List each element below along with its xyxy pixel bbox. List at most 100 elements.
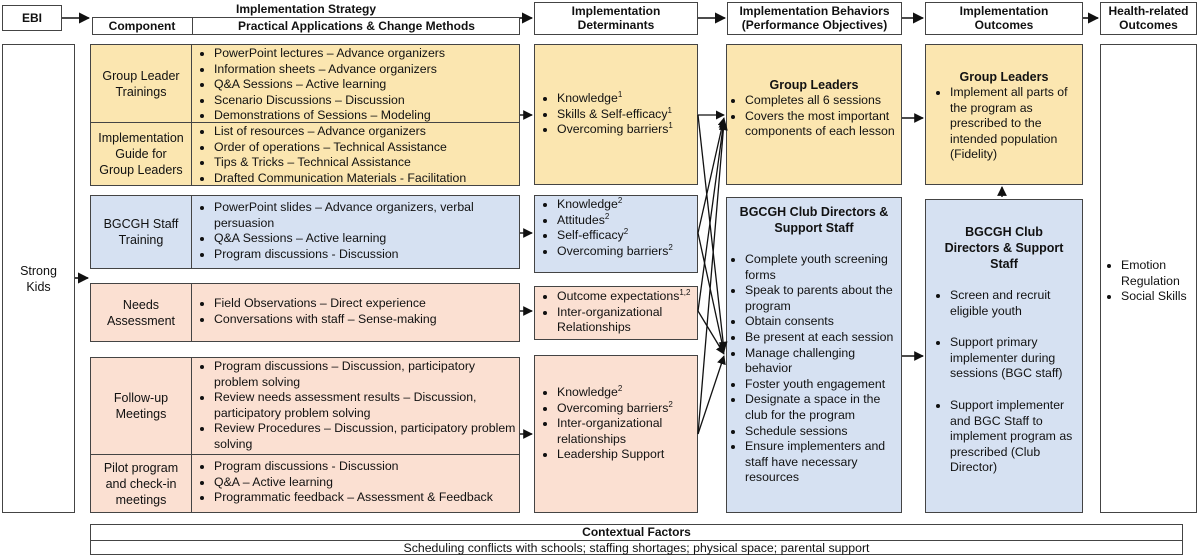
list-item: Conversations with staff – Sense-making (214, 312, 519, 328)
list-item: Implement all parts of the program as pr… (950, 85, 1082, 163)
determinants-list: Knowledge2 Overcoming barriers2 Inter-or… (535, 384, 697, 463)
list-item: Q&A Sessions – Active learning (214, 231, 519, 247)
list-item: Review Procedures – Discussion, particip… (214, 421, 519, 452)
practical-applications-header: Practical Applications & Change Methods (238, 19, 475, 33)
list-item: Schedule sessions (745, 424, 901, 440)
outcomes-list: Implement all parts of the program as pr… (926, 85, 1082, 163)
component-implementation-guide: Implementation Guide for Group Leaders (90, 122, 192, 186)
health-outcomes-list: Emotion Regulation Social Skills (1101, 258, 1196, 305)
list-item: Skills & Self-efficacy1 (557, 106, 697, 123)
health-outcomes-header: Health-related Outcomes (1100, 2, 1197, 35)
methods-implementation-guide: List of resources – Advance organizers O… (191, 122, 520, 186)
list-item: Review needs assessment results – Discus… (214, 390, 519, 421)
determinants-list: Knowledge1 Skills & Self-efficacy1 Overc… (535, 90, 697, 138)
list-item: Inter-organizational relationships (557, 416, 697, 447)
list-item: Ensure implementers and staff have neces… (745, 439, 901, 486)
outcomes-group-leaders-title: Group Leaders (959, 70, 1049, 84)
list-item: Q&A – Active learning (214, 475, 519, 491)
list-item: Support primary implementer during sessi… (950, 335, 1082, 382)
methods-pilot-program: Program discussions - Discussion Q&A – A… (191, 454, 520, 513)
methods-list: PowerPoint slides – Advance organizers, … (192, 200, 519, 262)
outcomes-club-staff-title: BGCGH Club Directors & Support Staff (944, 225, 1064, 271)
arrow-det3-to-club-behaviors (697, 310, 725, 355)
contextual-factors-title: Contextual Factors (91, 525, 1182, 541)
component-follow-up-meetings: Follow-up Meetings (90, 357, 192, 455)
list-item: List of resources – Advance organizers (214, 124, 519, 140)
methods-group-leader-trainings: PowerPoint lectures – Advance organizers… (191, 44, 520, 123)
behaviors-header: Implementation Behaviors (Performance Ob… (727, 2, 902, 35)
list-item: Leadership Support (557, 447, 697, 463)
methods-list: List of resources – Advance organizers O… (192, 124, 519, 186)
contextual-factors-box: Contextual Factors Scheduling conflicts … (90, 524, 1183, 555)
list-item: Foster youth engagement (745, 377, 901, 393)
behaviors-club-staff-title: BGCGH Club Directors & Support Staff (739, 205, 889, 235)
determinants-follow-up: Knowledge2 Overcoming barriers2 Inter-or… (534, 355, 698, 513)
list-item: Complete youth screening forms (745, 252, 901, 283)
list-item: Manage challenging behavior (745, 346, 901, 377)
list-item: Program discussions – Discussion, partic… (214, 359, 519, 390)
methods-bgcgh-staff-training: PowerPoint slides – Advance organizers, … (191, 195, 520, 269)
list-item: PowerPoint lectures – Advance organizers (214, 46, 519, 62)
list-item: Demonstrations of Sessions – Modeling (214, 108, 519, 124)
component-pilot-program: Pilot program and check-in meetings (90, 454, 192, 513)
arrow-det4-to-club-behaviors (697, 355, 726, 435)
list-item: Overcoming barriers2 (557, 400, 697, 417)
behaviors-group-leaders-title: Group Leaders (769, 78, 859, 92)
list-item: Information sheets – Advance organizers (214, 62, 519, 78)
implementation-strategy-header: Implementation Strategy (235, 2, 377, 16)
list-item: PowerPoint slides – Advance organizers, … (214, 200, 519, 231)
list-item: Screen and recruit eligible youth (950, 288, 1082, 319)
behaviors-list: Completes all 6 sessions Covers the most… (727, 93, 901, 140)
determinants-list: Outcome expectations1,2 Inter-organizati… (535, 288, 697, 336)
list-item: Program discussions - Discussion (214, 247, 519, 263)
behaviors-group-leaders: Group Leaders Completes all 6 sessions C… (726, 44, 902, 185)
list-item: Knowledge2 (557, 196, 697, 213)
component-bgcgh-staff-training: BGCGH Staff Training (90, 195, 192, 269)
outcomes-header: Implementation Outcomes (925, 2, 1083, 35)
arrow-det2-to-club-behaviors (697, 232, 727, 353)
methods-list: Program discussions - Discussion Q&A – A… (192, 459, 519, 506)
list-item: Inter-organizational Relationships (557, 305, 697, 336)
list-item: Be present at each session (745, 330, 901, 346)
methods-list: Field Observations – Direct experience C… (192, 296, 519, 327)
list-item: Program discussions - Discussion (214, 459, 519, 475)
behaviors-club-staff: BGCGH Club Directors & Support Staff Com… (726, 197, 902, 513)
list-item: Scenario Discussions – Discussion (214, 93, 519, 109)
arrow-det1-to-club-behaviors (697, 114, 728, 351)
methods-list: Program discussions – Discussion, partic… (192, 359, 519, 453)
arrow-det4-to-gl-behaviors (697, 121, 728, 435)
implementation-strategy-rule (92, 17, 520, 35)
component-needs-assessment: Needs Assessment (90, 283, 192, 342)
methods-needs-assessment: Field Observations – Direct experience C… (191, 283, 520, 342)
list-item: Completes all 6 sessions (745, 93, 901, 109)
list-item: Knowledge2 (557, 384, 697, 401)
component-header-divider (192, 17, 193, 35)
list-item: Programmatic feedback – Assessment & Fee… (214, 490, 519, 506)
list-item: Designate a space in the club for the pr… (745, 392, 901, 423)
component-header: Component (108, 19, 176, 33)
list-item: Covers the most important components of … (745, 109, 901, 140)
list-item: Self-efficacy2 (557, 228, 697, 244)
list-item: Q&A Sessions – Active learning (214, 77, 519, 93)
ebi-strong-kids: Strong Kids (2, 44, 75, 513)
methods-follow-up-meetings: Program discussions – Discussion, partic… (191, 357, 520, 455)
determinants-list: Knowledge2 Attitudes2 Self-efficacy2 Ove… (535, 196, 697, 260)
list-item: Overcoming barriers1 (557, 122, 697, 138)
outcomes-group-leaders: Group Leaders Implement all parts of the… (925, 44, 1083, 185)
list-item: Knowledge1 (557, 90, 697, 107)
list-item: Order of operations – Technical Assistan… (214, 140, 519, 156)
list-item: Drafted Communication Materials - Facili… (214, 171, 519, 187)
list-item: Attitudes2 (557, 212, 697, 229)
outcomes-club-staff: BGCGH Club Directors & Support Staff Scr… (925, 199, 1083, 513)
list-item: Overcoming barriers2 (557, 243, 697, 260)
outcomes-list: Screen and recruit eligible youth Suppor… (926, 288, 1082, 476)
contextual-factors-text: Scheduling conflicts with schools; staff… (403, 541, 870, 555)
arrow-det3-to-gl-behaviors (697, 119, 728, 312)
determinants-bgcgh-staff: Knowledge2 Attitudes2 Self-efficacy2 Ove… (534, 195, 698, 273)
ebi-header: EBI (2, 5, 62, 31)
methods-list: PowerPoint lectures – Advance organizers… (192, 46, 519, 124)
determinants-needs-assessment: Outcome expectations1,2 Inter-organizati… (534, 286, 698, 340)
component-group-leader-trainings: Group Leader Trainings (90, 44, 192, 123)
list-item: Field Observations – Direct experience (214, 296, 519, 312)
list-item: Obtain consents (745, 314, 901, 330)
